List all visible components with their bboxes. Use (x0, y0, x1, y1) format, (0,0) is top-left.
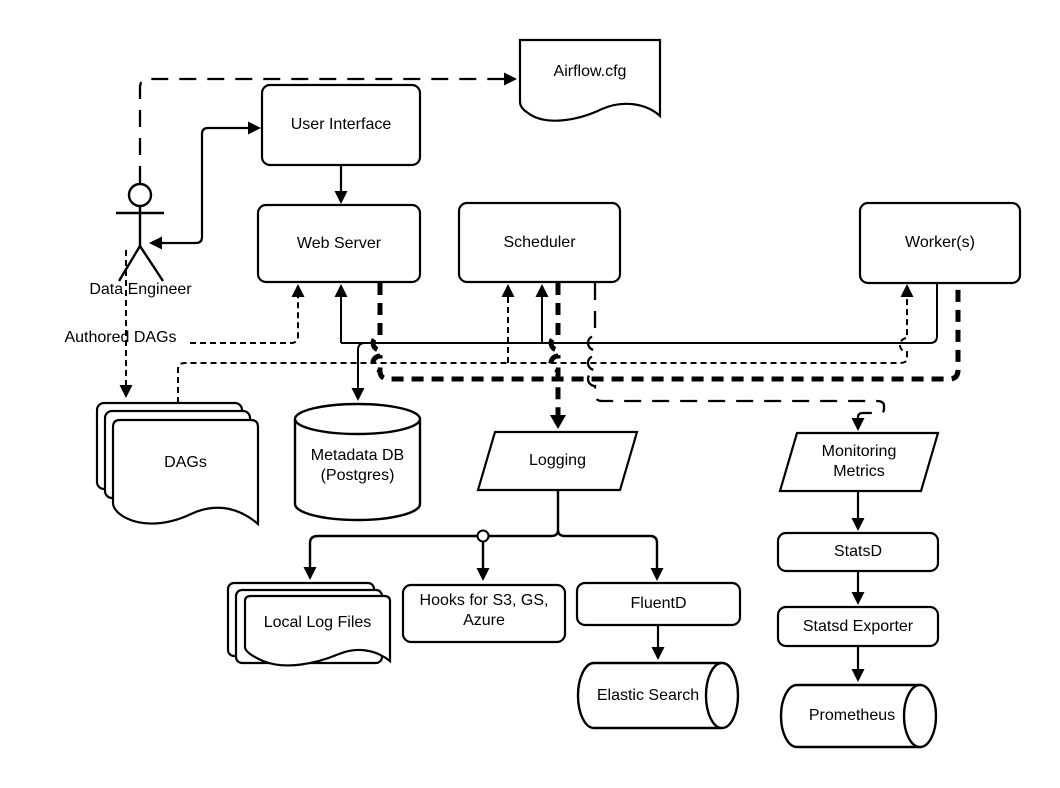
edge-bold-webserver-worker (370, 283, 961, 382)
node-prometheus (779, 683, 938, 749)
line-jump-circle (476, 529, 490, 543)
node-web-server-label: Web Server (296, 234, 382, 252)
node-logging (476, 430, 639, 492)
node-workers (858, 201, 1022, 285)
node-monitoring-metrics (778, 431, 940, 493)
edge-logging-to-locallogs (308, 529, 560, 567)
node-airflow-cfg-label: Airflow.cfg (553, 63, 627, 80)
edge-worker-bus (341, 283, 938, 344)
node-dags (95, 401, 260, 527)
edge-bold-scheduler-to-logging (548, 283, 561, 415)
node-prometheus-label: Prometheus (808, 707, 896, 724)
node-airflow-cfg (518, 38, 662, 122)
node-statsd (776, 531, 940, 573)
edge-engineer-to-airflowcfg (138, 77, 504, 183)
node-scheduler (457, 201, 622, 284)
node-hooks-label: Hooks for S3, GS, Azure (419, 592, 549, 629)
edge-authored-dags-to-webserver (190, 297, 299, 344)
arrowheads (119, 72, 914, 682)
edge-logging-to-fluentd (556, 529, 659, 568)
node-statsd-exporter (776, 605, 940, 648)
node-web-server (256, 203, 422, 284)
node-statsd-label: StatsD (833, 543, 882, 560)
actor-data-engineer-figure (116, 182, 165, 282)
node-fluentd-label: FluentD (630, 595, 687, 612)
actor-data-engineer-label: Data Engineer (89, 281, 192, 298)
node-monitoring-metrics-label: Monitoring Metrics (821, 443, 897, 480)
edge-dags-to-worker (177, 297, 908, 403)
node-statsd-exporter-label: Statsd Exporter (802, 617, 914, 635)
node-logging-label: Logging (529, 452, 586, 469)
edge-scheduler-to-monitoring (586, 283, 886, 418)
edge-label-authored-dags: Authored DAGs (64, 329, 177, 346)
edge-bus-to-metadatadb (357, 342, 366, 388)
node-metadata-db (293, 402, 422, 522)
node-dags-label: DAGs (164, 453, 207, 471)
node-metadata-db-label: Metadata DB (Postgres) (310, 446, 405, 484)
node-elastic-search (576, 661, 740, 730)
edge-engineer-user-interface (162, 126, 248, 245)
node-elastic-search-label: Elastic Search (596, 686, 700, 704)
node-user-interface (260, 83, 422, 167)
node-local-log-files-label: Local Log Files (263, 614, 372, 631)
node-scheduler-label: Scheduler (503, 233, 576, 251)
node-hooks (401, 583, 567, 644)
node-local-log-files (226, 581, 392, 667)
node-user-interface-label: User Interface (290, 116, 392, 133)
node-workers-label: Worker(s) (905, 234, 975, 251)
node-fluentd (575, 581, 742, 627)
